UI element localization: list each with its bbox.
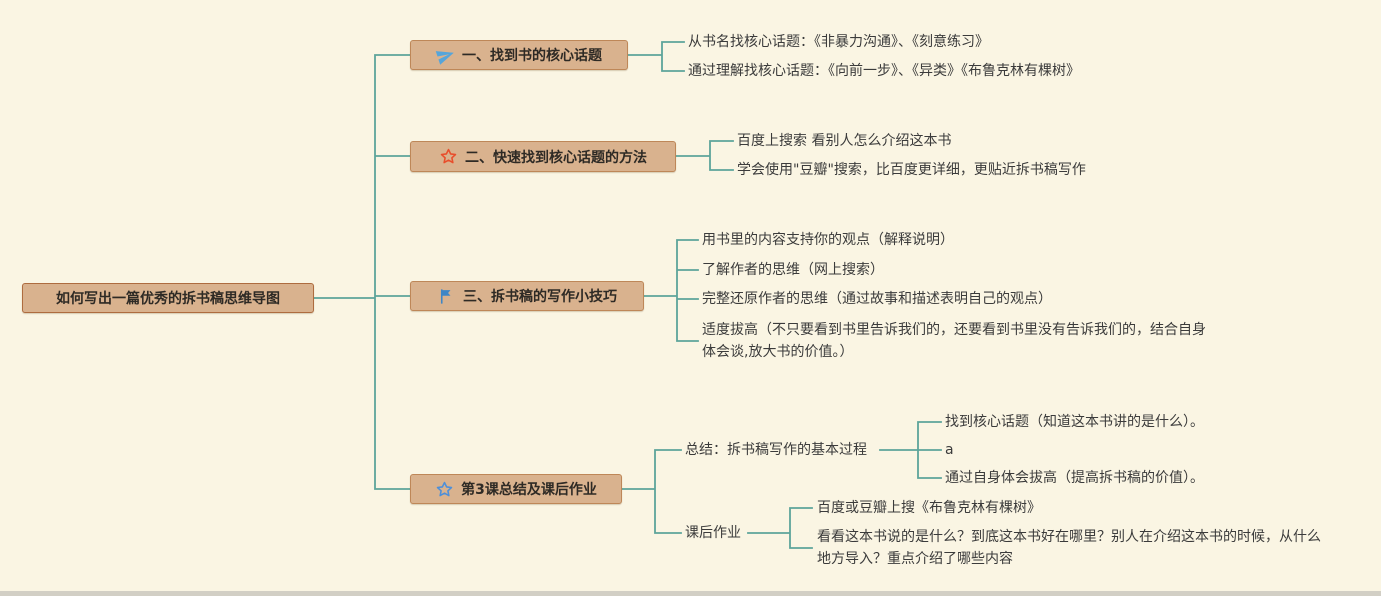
topic-text[interactable]: 从书名找核心话题：《非暴力沟通》、《刻意练习》 bbox=[688, 34, 989, 50]
topic-text[interactable]: 学会使用"豆瓣"搜索，比百度更详细，更贴近拆书稿写作 bbox=[737, 162, 1086, 178]
branch-node-methods[interactable]: 二、快速找到核心话题的方法 bbox=[410, 141, 676, 172]
root-node[interactable]: 如何写出一篇优秀的拆书稿思维导图 bbox=[22, 283, 314, 313]
topic-text[interactable]: 通过自身体会拔高（提高拆书稿的价值）。 bbox=[945, 470, 1204, 486]
bottom-edge bbox=[0, 591, 1381, 596]
red-star-icon bbox=[439, 147, 458, 166]
topic-text[interactable]: 通过理解找核心话题：《向前一步》、《异类》《布鲁克林有棵树》 bbox=[688, 63, 1080, 79]
branch-label: 二、快速找到核心话题的方法 bbox=[465, 149, 647, 166]
branch-label: 三、拆书稿的写作小技巧 bbox=[463, 289, 617, 305]
branch-label: 一、找到书的核心话题 bbox=[462, 48, 602, 64]
branch-node-summary-homework[interactable]: 第3课总结及课后作业 bbox=[410, 474, 622, 504]
branch-node-core-topic[interactable]: 一、找到书的核心话题 bbox=[410, 40, 628, 70]
topic-text[interactable]: 了解作者的思维（网上搜索） bbox=[702, 262, 884, 278]
topic-text[interactable]: 找到核心话题（知道这本书讲的是什么）。 bbox=[945, 414, 1204, 430]
topic-text[interactable]: 百度上搜索 看别人怎么介绍这本书 bbox=[737, 133, 952, 149]
blue-star-icon bbox=[435, 480, 454, 499]
blue-flag-icon bbox=[437, 287, 456, 306]
topic-text[interactable]: 完整还原作者的思维（通过故事和描述表明自己的观点） bbox=[702, 291, 1052, 307]
branch-node-writing-tips[interactable]: 三、拆书稿的写作小技巧 bbox=[410, 281, 644, 311]
paper-plane-icon bbox=[435, 46, 455, 65]
root-label: 如何写出一篇优秀的拆书稿思维导图 bbox=[56, 291, 280, 307]
topic-text[interactable]: a bbox=[945, 442, 954, 458]
topic-text[interactable]: 用书里的内容支持你的观点（解释说明） bbox=[702, 232, 954, 248]
topic-text[interactable]: 百度或豆瓣上搜《布鲁克林有棵树》 bbox=[817, 500, 1041, 516]
branch-label: 第3课总结及课后作业 bbox=[461, 482, 597, 498]
topic-text-summary[interactable]: 总结：拆书稿写作的基本过程 bbox=[685, 442, 867, 458]
topic-text-homework[interactable]: 课后作业 bbox=[685, 525, 741, 541]
topic-text[interactable]: 看看这本书说的是什么？到底这本书好在哪里？别人在介绍这本书的时候，从什么地方导入… bbox=[817, 529, 1321, 567]
topic-text[interactable]: 适度拔高（不只要看到书里告诉我们的，还要看到书里没有告诉我们的，结合自身体会谈,… bbox=[702, 322, 1206, 360]
